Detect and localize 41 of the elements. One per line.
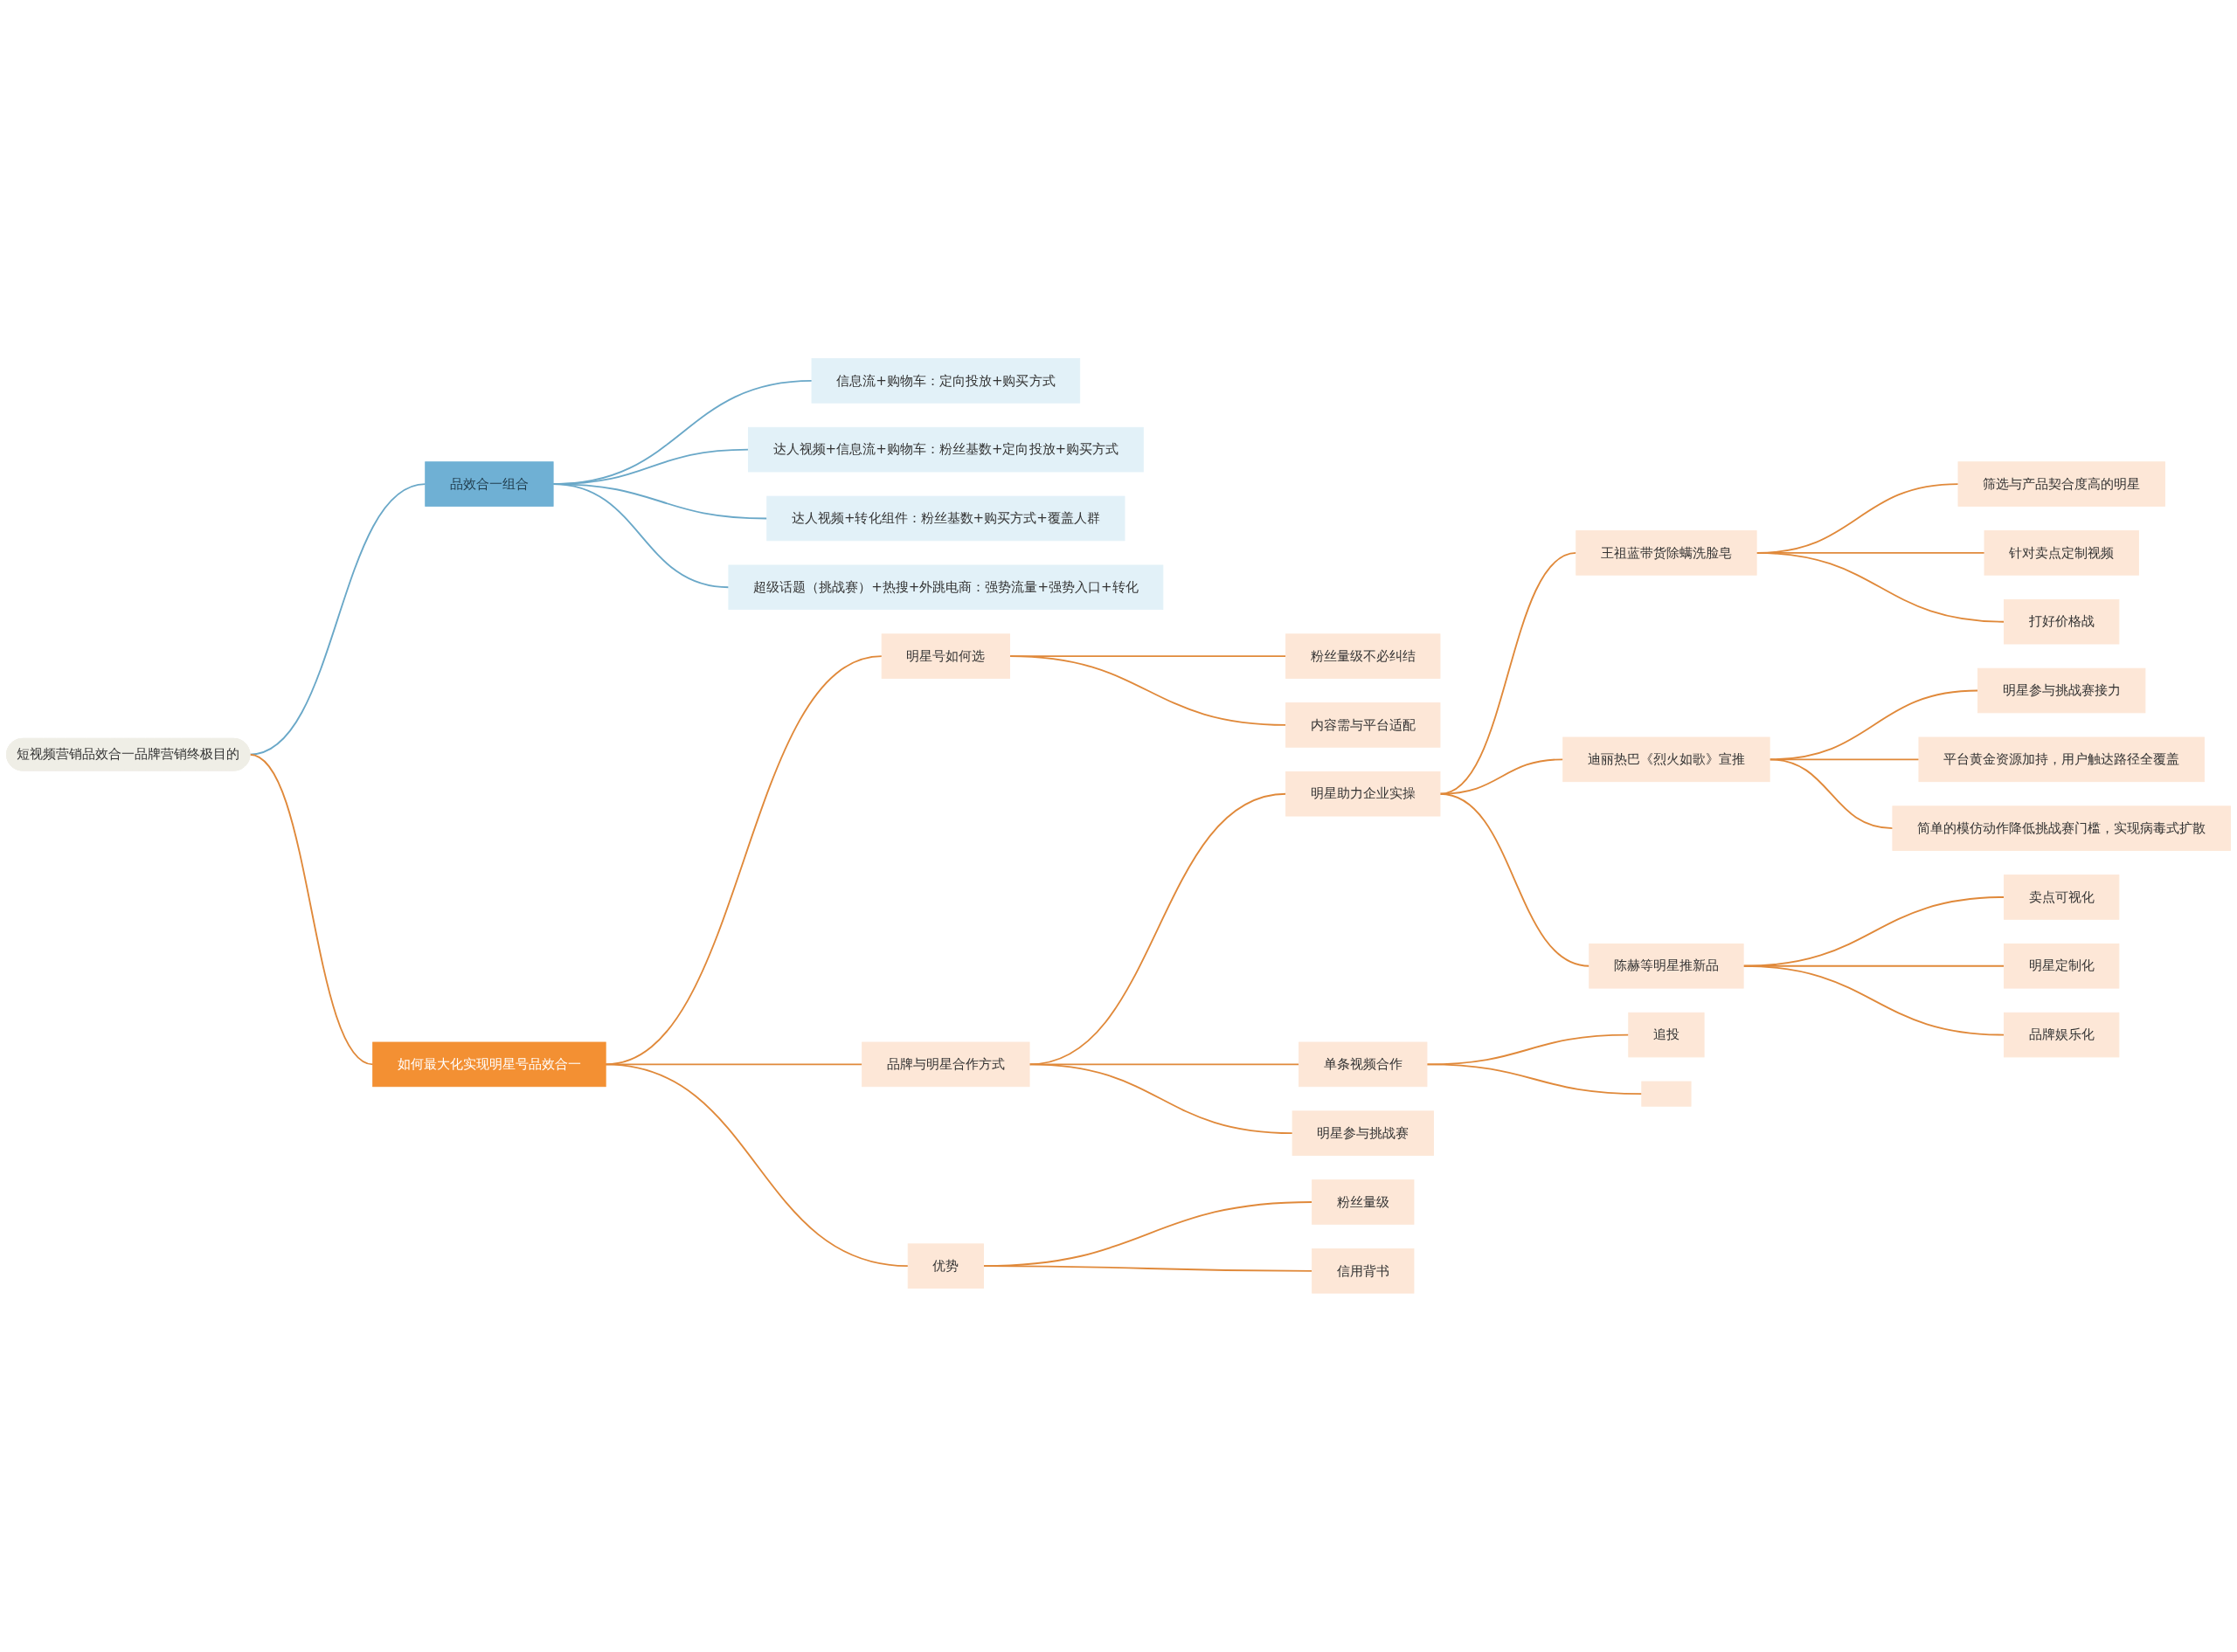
node-box: 明星助力企业实操 (1285, 771, 1441, 817)
node-box: 陈赫等明星推新品 (1589, 944, 1744, 989)
connector (1426, 1063, 1643, 1096)
node-box: 平台黄金资源加持，用户触达路径全覆盖 (1918, 736, 2205, 783)
connector (1769, 758, 1894, 830)
connector (605, 1063, 910, 1268)
node-box: 迪丽热巴《烈火如歌》宣推 (1562, 736, 1770, 783)
node-box: 信息流+购物车：定向投放+购买方式 (811, 358, 1081, 404)
connector (982, 1265, 1313, 1272)
node-box: 卖点可视化 (2004, 874, 2120, 920)
node-box: 明星定制化 (2004, 944, 2120, 989)
node-box: 打好价格战 (2004, 599, 2120, 645)
connector (1439, 792, 1590, 967)
node-box: 信用背书 (1312, 1248, 1415, 1294)
node-box: 超级话题（挑战赛）+热搜+外跳电商：强势流量+强势入口+转化 (728, 564, 1164, 611)
connector (249, 753, 374, 1066)
node-box: 针对卖点定制视频 (1984, 530, 2139, 576)
connector (552, 483, 730, 589)
node-box: 筛选与产品契合度高的明星 (1957, 461, 2165, 508)
node-box: 追投 (1628, 1012, 1705, 1058)
node-box: 明星参与挑战赛接力 (1977, 667, 2146, 714)
node-box: 达人视频+信息流+购物车：粉丝基数+定向投放+购买方式 (747, 427, 1144, 473)
node-box: 粉丝量级 (1312, 1179, 1415, 1225)
connector (1028, 1063, 1293, 1135)
node-box: 内容需与平台适配 (1285, 702, 1441, 748)
node-box (1641, 1081, 1692, 1107)
node-box: 粉丝量级不必纠结 (1285, 633, 1441, 680)
connector (1742, 965, 2005, 1036)
node-box: 王祖蓝带货除螨洗脸皂 (1576, 530, 1757, 576)
node-box: 品牌与明星合作方式 (862, 1041, 1030, 1088)
node-box: 达人视频+转化组件：粉丝基数+购买方式+覆盖人群 (766, 495, 1125, 542)
node-box: 简单的模仿动作降低挑战赛门槛，实现病毒式扩散 (1892, 805, 2231, 852)
connector (1008, 655, 1287, 727)
node-box: 品牌娱乐化 (2004, 1012, 2120, 1058)
node-box: 明星参与挑战赛 (1292, 1110, 1434, 1157)
node-box: 如何最大化实现明星号品效合一 (372, 1041, 606, 1088)
node-box: 明星号如何选 (881, 633, 1010, 680)
node-box: 品效合一组合 (425, 461, 554, 508)
connector (1756, 552, 2005, 623)
node-box: 优势 (907, 1243, 984, 1289)
node-box: 单条视频合作 (1299, 1041, 1428, 1088)
